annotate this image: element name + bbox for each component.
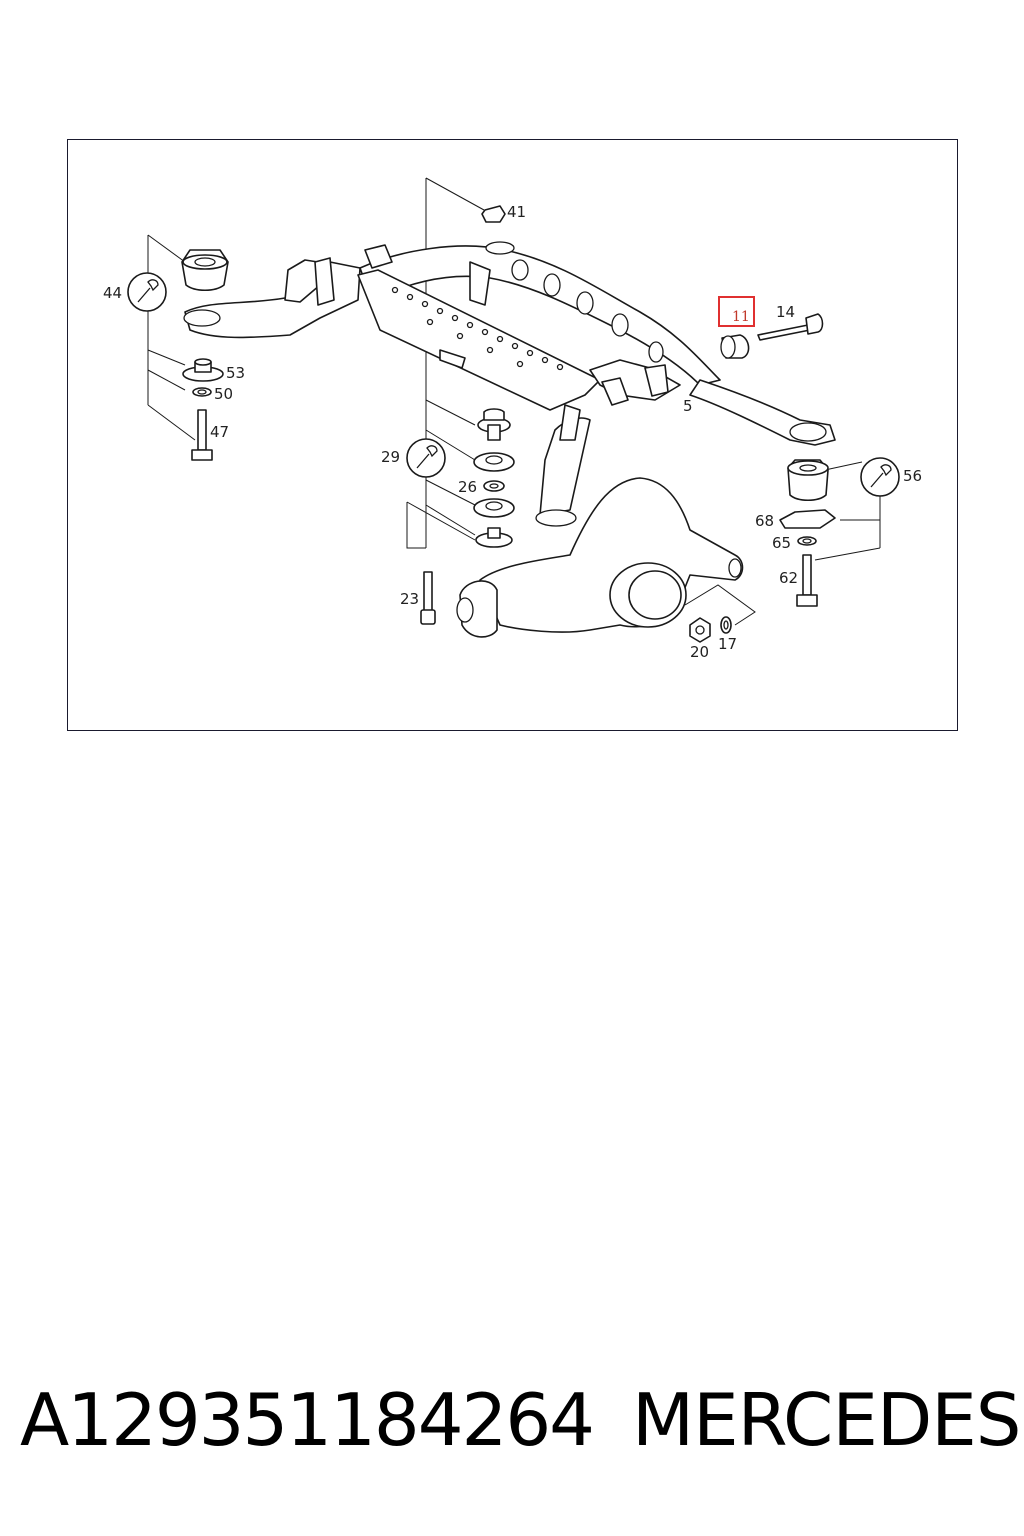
callout-20: 20 bbox=[690, 643, 709, 661]
callout-44: 44 bbox=[103, 284, 122, 302]
callout-47: 47 bbox=[210, 423, 229, 441]
callout-62: 62 bbox=[779, 569, 798, 587]
callout-65: 65 bbox=[772, 534, 791, 552]
callout-23: 23 bbox=[400, 590, 419, 608]
bolt-62 bbox=[796, 554, 818, 607]
wrench-icon bbox=[406, 438, 446, 478]
callout-41: 41 bbox=[507, 203, 526, 221]
mount-56 bbox=[787, 459, 829, 502]
beam-holes bbox=[391, 286, 564, 371]
parts-diagram: 11 41 44 53 50 47 14 5 29 26 56 68 65 62… bbox=[103, 177, 922, 661]
axle-carrier bbox=[183, 241, 836, 446]
bolt-14 bbox=[757, 313, 824, 341]
part-number: A129351184264 bbox=[20, 1378, 595, 1462]
wrench-icon bbox=[127, 272, 167, 312]
callout-68: 68 bbox=[755, 512, 774, 530]
washer-17 bbox=[720, 616, 732, 634]
callout-56: 56 bbox=[903, 467, 922, 485]
callout-53: 53 bbox=[226, 364, 245, 382]
callout-29: 29 bbox=[381, 448, 400, 466]
highlight-box bbox=[718, 296, 755, 327]
callout-5: 5 bbox=[683, 397, 693, 415]
leader-lines bbox=[147, 177, 881, 626]
callout-14: 14 bbox=[776, 303, 795, 321]
washer-65 bbox=[797, 536, 817, 546]
washer-50 bbox=[192, 387, 212, 397]
washer-53 bbox=[182, 358, 224, 382]
footer: A129351184264 MERCEDES bbox=[20, 1378, 1021, 1468]
differential bbox=[456, 404, 744, 638]
mount-29-stack bbox=[473, 408, 515, 548]
bolt-47 bbox=[191, 409, 213, 461]
nut-41 bbox=[481, 205, 506, 223]
callout-26: 26 bbox=[458, 478, 477, 496]
nut-20 bbox=[689, 617, 711, 643]
callout-11: 11 bbox=[732, 309, 750, 325]
bushing-11 bbox=[720, 334, 750, 359]
mount-44 bbox=[181, 249, 229, 292]
callout-17: 17 bbox=[718, 635, 737, 653]
wrench-icon bbox=[860, 457, 900, 497]
plate-68 bbox=[779, 509, 836, 529]
brand-name: MERCEDES bbox=[632, 1378, 1021, 1462]
callout-50: 50 bbox=[214, 385, 233, 403]
bolt-23 bbox=[420, 571, 436, 625]
